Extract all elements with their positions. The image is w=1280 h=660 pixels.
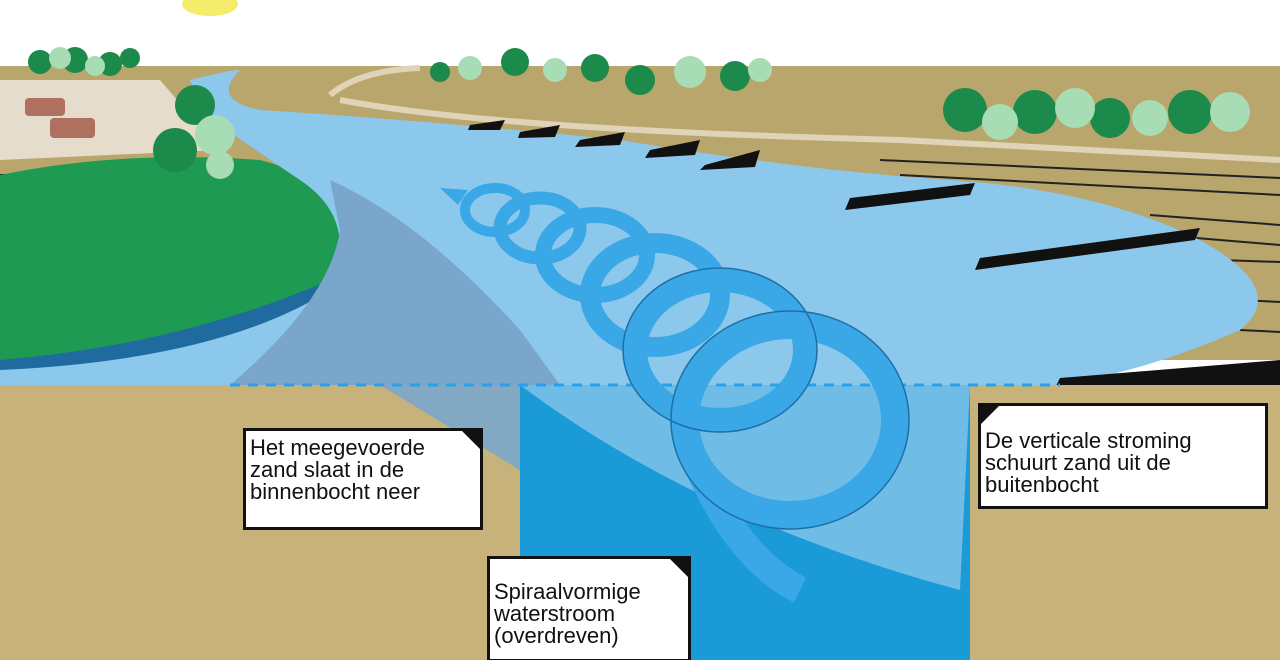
channel-flow (520, 385, 970, 590)
sun-icon (182, 0, 238, 16)
inner-bend-slope (230, 180, 560, 385)
label-line: schuurt zand uit de (985, 450, 1171, 475)
inner-bend-label: Het meegevoerde zand slaat in de binnenb… (243, 428, 483, 530)
label-corner (978, 403, 1002, 427)
trees (28, 47, 1250, 179)
bank-edge (0, 280, 340, 385)
label-line: waterstroom (494, 601, 616, 626)
label-line: buitenbocht (985, 472, 1099, 497)
label-line: binnenbocht neer (250, 479, 421, 504)
road (328, 65, 1280, 163)
spiral-outline (622, 267, 910, 530)
spiral-flow (460, 183, 909, 603)
label-line: Het meegevoerde (250, 435, 425, 460)
label-line: zand slaat in de (250, 457, 405, 482)
deposit-slope (380, 385, 520, 470)
groynes (468, 120, 1280, 388)
spiral-label: Spiraalvormige waterstroom (overdreven) (487, 556, 691, 660)
cows (25, 98, 95, 138)
label-corner (459, 428, 483, 452)
label-line: (overdreven) (494, 623, 619, 648)
label-line: Spiraalvormige (494, 579, 641, 604)
outer-bend-label: De verticale stroming schuurt zand uit d… (978, 403, 1268, 509)
label-corner (667, 556, 691, 580)
spiral-arrowhead (440, 188, 468, 205)
label-line: De verticale stroming (985, 428, 1192, 453)
